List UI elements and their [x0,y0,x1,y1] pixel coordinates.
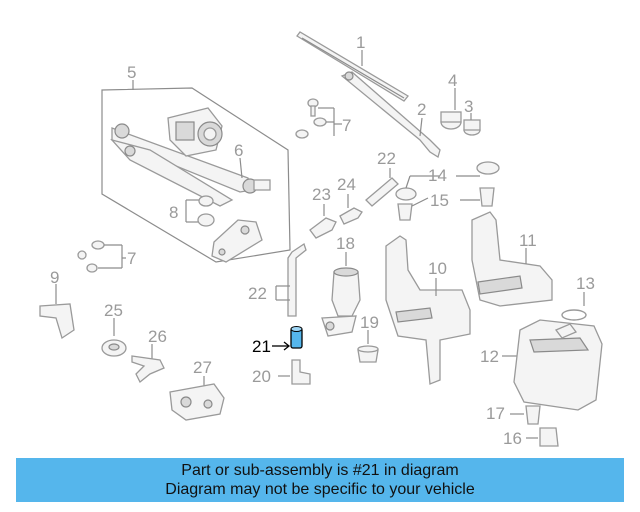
part-7-lower-hardware[interactable] [77,240,126,273]
part-27-housing[interactable] [169,376,225,421]
part-20-elbow[interactable] [278,359,311,385]
part-5-linkage-frame[interactable] [101,80,291,263]
callout-13: 13 [576,274,595,293]
callout-22-upper: 22 [377,149,396,168]
banner-line-part: Part or sub-assembly is #21 in diagram [181,462,459,479]
part-21-fitting[interactable] [272,326,303,351]
part-6-bushing[interactable] [239,157,271,191]
part-22-upper-connector[interactable] [365,168,399,207]
callout-3: 3 [464,97,473,116]
callout-1: 1 [356,33,365,52]
callout-10: 10 [428,259,447,278]
callout-27: 27 [193,358,212,377]
part-4-cap[interactable] [440,88,462,130]
callout-9: 9 [50,268,59,287]
part-24-valve[interactable] [339,194,363,225]
part-13-seal-ring[interactable] [561,292,587,321]
callout-11: 11 [519,231,537,250]
callout-25: 25 [104,301,123,320]
callout-14: 14 [428,166,447,185]
part-26-nozzle[interactable] [131,344,165,384]
part-7-upper-hardware[interactable] [295,98,342,139]
part-3-nut[interactable] [463,113,481,136]
callout-18: 18 [336,234,355,253]
part-18-washer-pump[interactable] [321,252,361,337]
part-14-cap[interactable] [395,161,500,201]
part-23-connector[interactable] [309,204,337,239]
part-16-cap[interactable] [526,427,559,447]
callout-2: 2 [417,100,426,119]
part-1-wiper-blade[interactable] [296,31,409,102]
banner-line-disclaimer: Diagram may not be specific to your vehi… [165,481,475,498]
callout-17: 17 [486,404,505,423]
callout-7-upper: 7 [342,116,351,135]
callout-4: 4 [448,71,457,90]
part-17-grommet[interactable] [510,405,541,425]
callout-16: 16 [503,429,522,448]
callout-21: 21 [252,337,271,356]
callout-8: 8 [169,203,178,222]
callout-6: 6 [234,141,243,160]
callout-12: 12 [480,347,499,366]
part-19-grommet[interactable] [357,330,379,363]
part-2-wiper-arm[interactable] [340,71,441,159]
part-8-bushings[interactable] [185,195,215,227]
callout-22-lower: 22 [248,284,267,303]
part-9-bracket[interactable] [39,284,75,340]
part-22-hose[interactable] [275,242,307,317]
callout-7-lower: 7 [127,249,136,268]
callout-5: 5 [127,63,136,82]
callout-26: 26 [148,327,167,346]
linkage-bracket[interactable] [211,219,263,263]
callout-15: 15 [430,191,449,210]
part-10-reservoir[interactable] [385,235,471,385]
callout-24: 24 [337,175,356,194]
callout-20: 20 [252,367,271,386]
part-11-reservoir[interactable] [471,211,553,307]
callout-19: 19 [360,313,379,332]
part-25-grommet[interactable] [101,318,127,357]
part-12-tank[interactable] [502,319,603,411]
part-15-filler-neck[interactable] [397,187,495,221]
callout-23: 23 [312,185,331,204]
info-banner: Part or sub-assembly is #21 in diagram D… [16,458,624,502]
